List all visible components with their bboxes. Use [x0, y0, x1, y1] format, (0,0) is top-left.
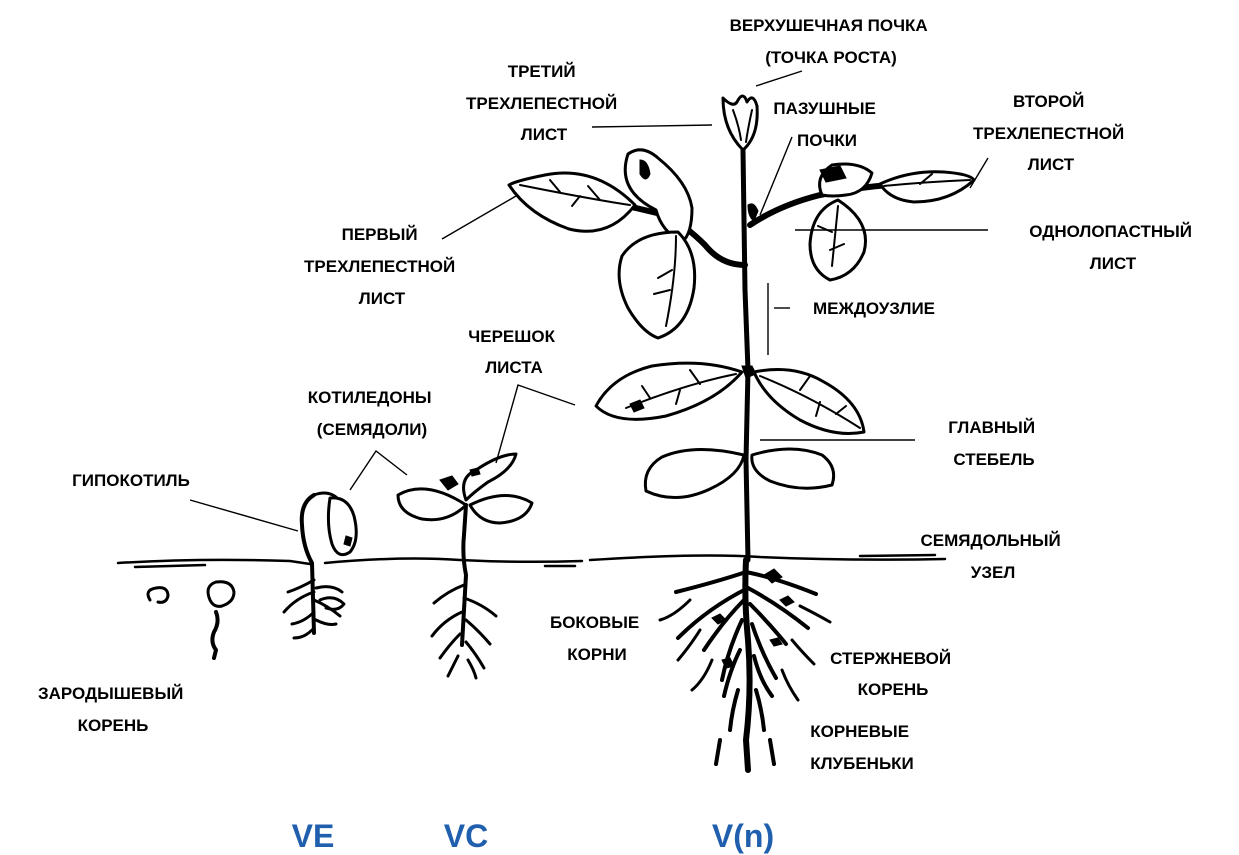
label-third-trifoliate: ТРЕТИЙ ТРЕХЛЕПЕСТНОЙ ЛИСТ — [466, 62, 622, 144]
label-cotyledonary-node: СЕМЯДОЛЬНЫЙ УЗЕЛ — [921, 531, 1066, 582]
germinating-seeds — [148, 582, 234, 658]
leader-cotyledons — [350, 451, 407, 490]
label-first-trifoliate: ПЕРВЫЙ ТРЕХЛЕПЕСТНОЙ ЛИСТ — [304, 225, 460, 308]
label-main-stem: ГЛАВНЫЙ СТЕБЕЛЬ — [948, 418, 1040, 469]
leader-petiole — [496, 385, 575, 463]
label-cotyledons: КОТИЛЕДОНЫ (СЕМЯДОЛИ) — [308, 388, 436, 439]
label-taproot: СТЕРЖНЕВОЙ КОРЕНЬ — [830, 649, 956, 699]
label-internode: МЕЖДОУЗЛИЕ — [813, 299, 935, 318]
leader-hypocotyl — [190, 500, 298, 531]
stage-label-ve: VE — [292, 818, 335, 854]
label-radicle: ЗАРОДЫШЕВЫЙ КОРЕНЬ — [38, 684, 188, 735]
leader-second-trifoliate — [970, 158, 988, 188]
label-root-nodules: КОРНЕВЫЕ КЛУБЕНЬКИ — [810, 722, 914, 773]
vn-plant — [509, 96, 974, 770]
label-petiole: ЧЕРЕШОК ЛИСТА — [468, 327, 559, 377]
label-unifoliate: ОДНОЛОПАСТНЫЙ ЛИСТ — [1029, 222, 1197, 273]
leader-apical-bud — [756, 71, 802, 86]
label-lateral-roots: БОКОВЫЕ КОРНИ — [550, 613, 644, 664]
stage-label-vc: VC — [444, 818, 488, 854]
leader-first-trifoliate — [442, 196, 516, 239]
label-second-trifoliate: ВТОРОЙ ТРЕХЛЕПЕСТНОЙ ЛИСТ — [973, 92, 1129, 174]
stage-label-vn: V(n) — [712, 818, 774, 854]
ve-seedling — [284, 493, 356, 638]
leader-third-trifoliate — [592, 125, 712, 127]
vc-seedling — [398, 454, 532, 678]
label-apical-bud: ВЕРХУШЕЧНАЯ ПОЧКА (ТОЧКА РОСТА) — [730, 16, 933, 67]
soil-line — [118, 555, 945, 567]
label-hypocotyl: ГИПОКОТИЛЬ — [72, 471, 190, 490]
stage-labels: VE VC V(n) — [292, 818, 774, 854]
